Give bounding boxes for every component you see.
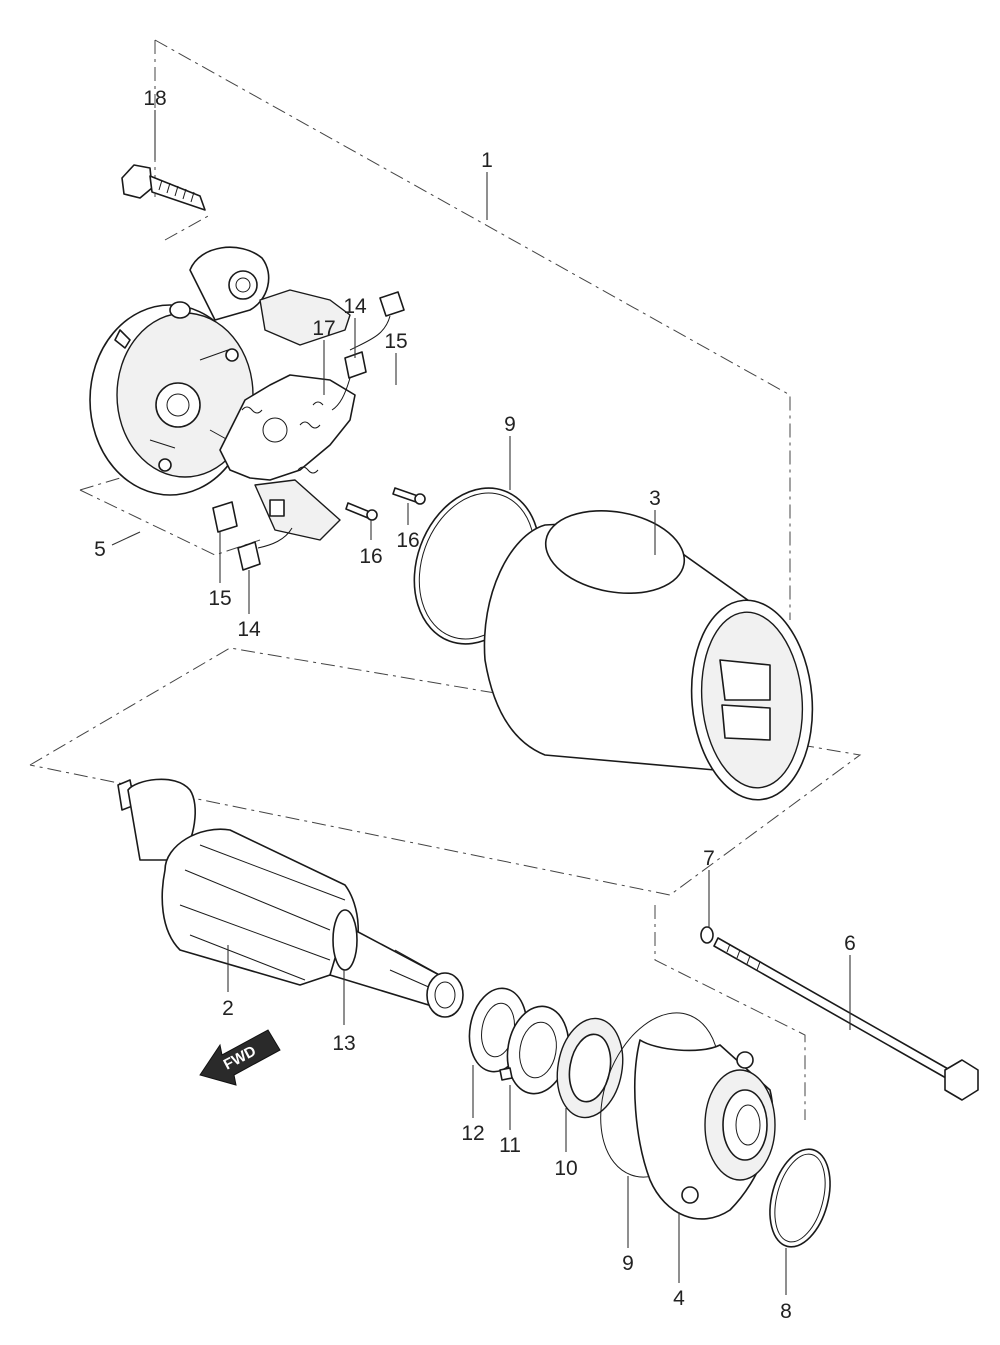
- callout-4: 4: [673, 1287, 685, 1310]
- armature-2: [117, 778, 464, 1018]
- callout-16-upper: 16: [396, 529, 419, 552]
- o-ring-8: [769, 1148, 831, 1248]
- brush-15-bottom: [212, 501, 238, 533]
- through-bolt-6: [713, 937, 979, 1101]
- brush-15-top: [349, 291, 405, 351]
- brush-holder-17: [219, 289, 356, 541]
- rear-housing-4: [634, 1039, 776, 1220]
- callout-14-bottom: 14: [237, 618, 261, 641]
- leader-lines: [111, 110, 851, 1295]
- callout-10: 10: [554, 1157, 577, 1180]
- callout-3: 3: [649, 487, 661, 510]
- flange-bolt-18: [121, 164, 206, 211]
- callout-9-lower: 9: [622, 1252, 634, 1275]
- callout-16-lower: 16: [359, 545, 382, 568]
- callout-17: 17: [312, 317, 335, 340]
- screw-16-upper: [392, 487, 426, 505]
- assembly-outline-1: [154, 39, 791, 620]
- callout-12: 12: [461, 1122, 484, 1145]
- callout-11: 11: [499, 1134, 521, 1157]
- callout-labels: 1 2 3 4 5 6 7 8 9 9 10 11 12 13 14 14 15…: [94, 87, 856, 1323]
- callout-8: 8: [780, 1300, 792, 1323]
- callout-5: 5: [94, 538, 106, 561]
- brush-14-top: [331, 351, 367, 411]
- assembly-outline-armature: [29, 647, 862, 896]
- front-bracket-5: [89, 246, 270, 496]
- brush-14-bottom: [237, 527, 293, 571]
- callout-15-top: 15: [384, 330, 407, 353]
- assembly-outline-rear: [654, 905, 806, 1120]
- yoke-housing-3: [483, 509, 814, 801]
- lock-washer-11: [499, 1005, 570, 1095]
- callout-1: 1: [481, 149, 493, 172]
- callout-9-upper: 9: [504, 413, 516, 436]
- callout-7: 7: [703, 847, 715, 870]
- callout-13: 13: [332, 1032, 355, 1055]
- screw-16-lower: [345, 502, 378, 521]
- callout-2: 2: [222, 997, 234, 1020]
- shim-13: [332, 909, 358, 971]
- fwd-direction-arrow: FWD: [199, 1029, 281, 1086]
- oil-seal-10: [556, 1017, 624, 1119]
- callout-18: 18: [143, 87, 166, 110]
- washer-7: [700, 926, 714, 944]
- callout-14-top: 14: [343, 295, 367, 318]
- callout-15-bottom: 15: [208, 587, 231, 610]
- callout-6: 6: [844, 932, 856, 955]
